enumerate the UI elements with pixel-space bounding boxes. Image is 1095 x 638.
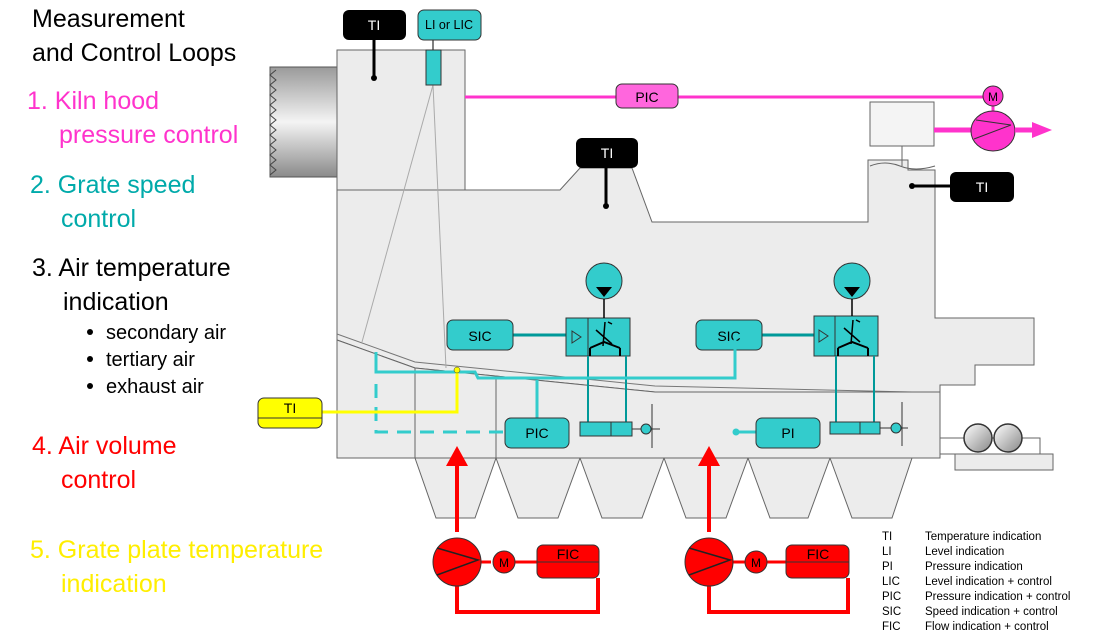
sight-line bbox=[361, 84, 434, 343]
loop-3-line2: indication bbox=[63, 288, 169, 316]
grate-surface bbox=[336, 333, 913, 393]
fic-2-label: FIC bbox=[807, 546, 830, 562]
legend-abbr: PIC bbox=[882, 591, 901, 603]
legend-abbr: TI bbox=[882, 531, 892, 543]
loop-1-line1: 1. Kiln hood bbox=[27, 87, 159, 115]
li-lic-label: LI or LIC bbox=[425, 18, 473, 32]
pic-dashed-line bbox=[374, 384, 505, 434]
duct-joint bbox=[869, 162, 936, 170]
loop-5-line2: indication bbox=[61, 570, 167, 598]
legend-desc: Speed indication + control bbox=[925, 606, 1058, 618]
loop-2-line2: control bbox=[61, 205, 136, 233]
motor-1-label: M bbox=[499, 556, 509, 570]
air-volume-loop-1: M FIC bbox=[432, 446, 600, 614]
pic-under-tag bbox=[504, 417, 570, 449]
ti-hood-label: TI bbox=[368, 17, 380, 33]
fan-motor-label: M bbox=[988, 90, 998, 104]
airflow-arrow-icon bbox=[446, 446, 468, 466]
legend-abbr: SIC bbox=[882, 606, 901, 618]
legend-desc: Level indication bbox=[925, 546, 1004, 558]
pi-under-tag bbox=[755, 417, 821, 449]
loop-list: 1. Kiln hood pressure control 2. Grate s… bbox=[27, 87, 323, 598]
rotary-kiln bbox=[269, 66, 348, 178]
li-lic-instrument: LI or LIC bbox=[417, 9, 482, 86]
sight-line bbox=[432, 84, 447, 369]
legend-desc: Pressure indication bbox=[925, 561, 1023, 573]
bullet-secondary-air: secondary air bbox=[106, 322, 226, 344]
kiln-hood-pressure-loop: PIC M bbox=[465, 83, 1052, 152]
sic-1-tag bbox=[446, 319, 514, 351]
drive-arrow-icon bbox=[571, 330, 582, 344]
sic-1-label: SIC bbox=[468, 328, 491, 344]
dedusting-box bbox=[869, 101, 935, 147]
ti-exhaust-label: TI bbox=[976, 179, 988, 195]
abbreviation-legend: TI Temperature indication LI Level indic… bbox=[882, 531, 1070, 633]
loop-3-line1: 3. Air temperature bbox=[32, 254, 231, 282]
fic-1-label: FIC bbox=[557, 546, 580, 562]
legend-desc: Level indication + control bbox=[925, 576, 1052, 588]
ti-plate-tag bbox=[257, 397, 323, 429]
drive-arrow-icon bbox=[818, 329, 829, 343]
hydraulic-cylinder-2 bbox=[829, 421, 881, 435]
heading-line2: and Control Loops bbox=[32, 39, 236, 67]
heading-line1: Measurement bbox=[32, 5, 185, 33]
ti-tertiary-air: TI bbox=[576, 138, 638, 209]
clinker-crusher bbox=[939, 423, 1054, 471]
hydraulic-cylinder-1 bbox=[579, 421, 633, 437]
legend-abbr: PI bbox=[882, 561, 893, 573]
kiln-hood bbox=[336, 49, 466, 191]
pic-top-tag bbox=[615, 83, 679, 109]
sic-2-tag bbox=[695, 319, 763, 351]
ti-tertiary-label: TI bbox=[601, 145, 613, 161]
bullet-exhaust-air: exhaust air bbox=[106, 376, 204, 398]
hoppers bbox=[414, 457, 913, 519]
sic-2-label: SIC bbox=[717, 328, 740, 344]
bullet-dot bbox=[87, 356, 93, 362]
ti-plate-label: TI bbox=[284, 400, 296, 416]
ti-grate-plate: TI bbox=[257, 366, 461, 429]
heading: Measurement and Control Loops bbox=[32, 5, 236, 67]
pump-triangle-icon bbox=[596, 287, 612, 297]
legend-abbr: FIC bbox=[882, 621, 901, 633]
pic-top-label: PIC bbox=[635, 89, 658, 105]
ti-tertiary-tag bbox=[576, 138, 638, 168]
loop-5-line1: 5. Grate plate temperature bbox=[30, 536, 323, 564]
grate-speed-loop-1: SIC bbox=[446, 262, 660, 448]
legend-abbr: LIC bbox=[882, 576, 900, 588]
air-volume-loop-2: M FIC bbox=[684, 446, 850, 614]
loop-2-line1: 2. Grate speed bbox=[30, 171, 195, 199]
ti-secondary-air: TI bbox=[343, 10, 406, 81]
loop-1-line2: pressure control bbox=[59, 121, 238, 149]
motor-1-icon bbox=[492, 550, 516, 574]
legend-desc: Pressure indication + control bbox=[925, 591, 1070, 603]
sic-signal-line bbox=[374, 335, 737, 380]
loop-4-line1: 4. Air volume bbox=[32, 432, 177, 460]
level-sensor bbox=[425, 49, 442, 86]
motor-2-icon bbox=[744, 550, 768, 574]
bullet-dot bbox=[87, 383, 93, 389]
exhaust-fan bbox=[970, 110, 1016, 152]
fan-symbol bbox=[973, 119, 1012, 140]
ti-hood-tag bbox=[343, 10, 406, 40]
fan-motor bbox=[982, 85, 1004, 107]
undergrate-pressure-lines: PIC PI bbox=[374, 335, 821, 449]
ti-exhaust-air: TI bbox=[909, 172, 1014, 202]
ti-exhaust-tag bbox=[950, 172, 1014, 202]
bullet-tertiary-air: tertiary air bbox=[106, 349, 195, 371]
bullet-dot bbox=[87, 329, 93, 335]
pi-under-label: PI bbox=[781, 425, 794, 441]
airflow-arrow-icon bbox=[698, 446, 720, 466]
pump-triangle-icon bbox=[844, 287, 860, 297]
loop-4-line2: control bbox=[61, 466, 136, 494]
li-lic-tag bbox=[417, 9, 482, 41]
legend-abbr: LI bbox=[882, 546, 892, 558]
legend-desc: Temperature indication bbox=[925, 531, 1041, 543]
motor-2-label: M bbox=[751, 556, 761, 570]
grate-speed-loop-2: SIC bbox=[695, 262, 908, 446]
exhaust-arrow-icon bbox=[1032, 122, 1052, 138]
legend-desc: Flow indication + control bbox=[925, 621, 1049, 633]
pic-under-label: PIC bbox=[525, 425, 548, 441]
